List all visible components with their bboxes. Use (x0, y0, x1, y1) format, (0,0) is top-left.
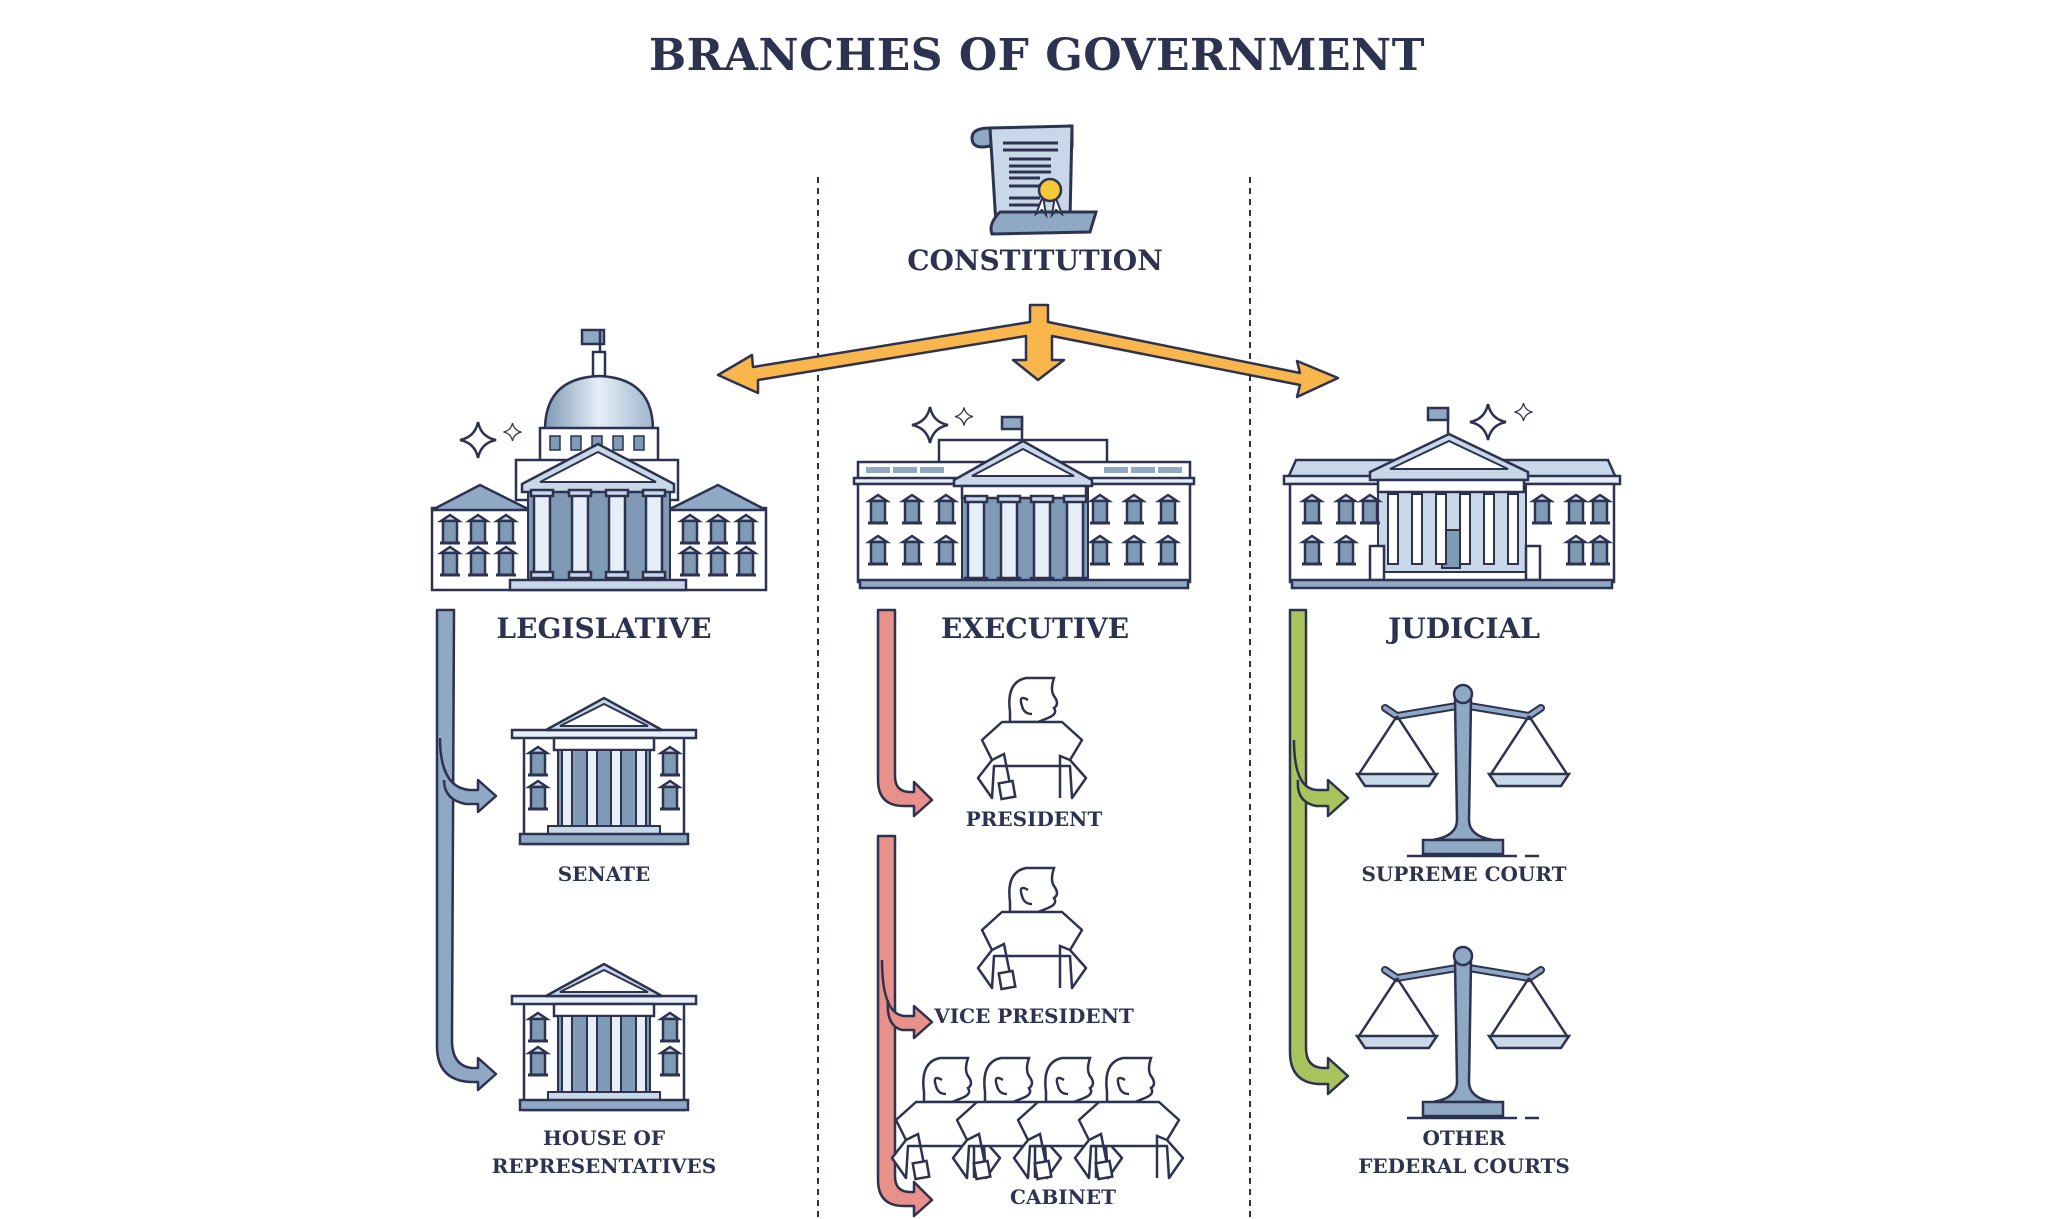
president-label: PRESIDENT (965, 807, 1103, 831)
scales-of-justice-icon (1357, 947, 1569, 1118)
executive-arrow (876, 608, 934, 1218)
person-icon (976, 866, 1088, 991)
scroll-document-icon (970, 123, 1099, 236)
branch-title-executive: EXECUTIVE (940, 612, 1130, 645)
vice-president-label: VICE PRESIDENT (934, 1004, 1134, 1028)
house-building-icon (512, 964, 696, 1110)
constitution-arrows (716, 303, 1340, 399)
cabinet-label: CABINET (1009, 1185, 1117, 1209)
capitol-building-icon (430, 328, 768, 592)
branch-title-judicial: JUDICIAL (1388, 612, 1540, 645)
white-house-icon (852, 405, 1196, 590)
constitution-label: CONSTITUTION (907, 244, 1163, 277)
senate-label: SENATE (557, 862, 651, 886)
senate-building-icon (512, 698, 696, 844)
legislative-arrow (435, 608, 498, 1092)
house-label-line1: HOUSE OF (542, 1126, 666, 1150)
other-courts-label-line2: FEDERAL COURTS (1358, 1154, 1570, 1178)
group-of-people-icon (890, 1056, 1185, 1181)
branch-title-legislative: LEGISLATIVE (496, 612, 712, 645)
judicial-arrow (1288, 608, 1350, 1096)
other-courts-label-line1: OTHER (1422, 1126, 1506, 1150)
person-icon (976, 676, 1088, 801)
house-label-line2: REPRESENTATIVES (491, 1154, 717, 1178)
scales-of-justice-icon (1357, 685, 1569, 856)
page-title: BRANCHES OF GOVERNMENT (648, 30, 1426, 81)
courthouse-icon (1282, 402, 1622, 590)
supreme-court-label: SUPREME COURT (1361, 862, 1567, 886)
